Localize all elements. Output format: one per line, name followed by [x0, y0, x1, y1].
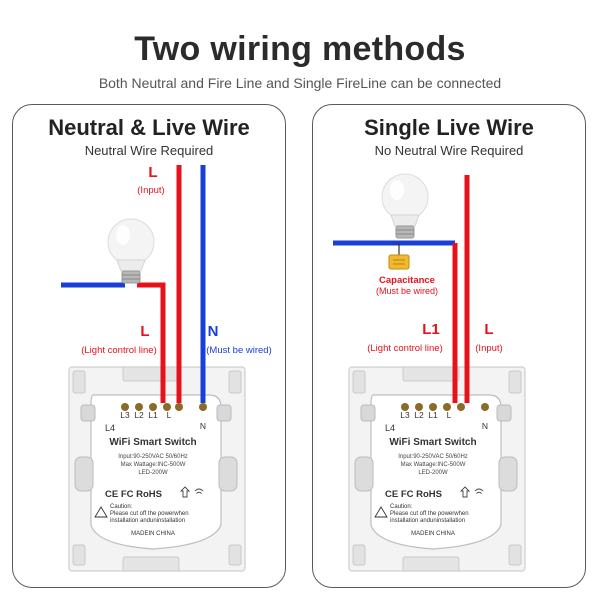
module-caution: Caution: — [390, 504, 413, 510]
terminal-screw — [481, 403, 489, 411]
module-caution: installation anduninstallation — [110, 518, 185, 524]
terminal-screw — [149, 403, 157, 411]
module-spec: Input:90-250VAC 50/60Hz — [398, 454, 468, 460]
module-spec: Max Wattage:INC-500W — [121, 462, 186, 468]
wire-label-n: N — [208, 323, 219, 340]
terminal-label: N — [482, 421, 488, 431]
wire-label-l: L — [484, 321, 493, 338]
terminal-label: L2 — [134, 410, 144, 420]
wire-note-light-control: (Light control line) — [81, 345, 157, 356]
module-origin: MADEIN CHINA — [131, 531, 175, 537]
wiring-diagram-single-live: L4 L3 L2 L1 L N WiFi Smart Switch Input:… — [333, 173, 526, 572]
wire-note-input: (Input) — [137, 185, 164, 196]
capacitance-label: Capacitance — [379, 275, 435, 286]
module-caution: Please cut off the powerwhen — [110, 511, 189, 517]
panel-title: Single Live Wire — [364, 115, 534, 140]
capacitor-icon — [388, 243, 410, 270]
terminal-label: L — [447, 410, 452, 420]
certification-marks: CE FC RoHS — [385, 489, 442, 500]
module-spec: LED-200W — [138, 470, 168, 476]
terminal-screw — [429, 403, 437, 411]
light-control-wire — [137, 282, 166, 403]
warning-icon — [94, 506, 108, 518]
panel-neutral-live: Neutral & Live Wire Neutral Wire Require… — [12, 104, 286, 588]
wire-note-input: (Input) — [475, 343, 502, 354]
page-subtitle: Both Neutral and Fire Line and Single Fi… — [98, 75, 502, 91]
terminal-label: N — [200, 421, 206, 431]
terminal-screw — [163, 403, 171, 411]
home-icon — [179, 486, 191, 498]
panel-single-live: Single Live Wire No Neutral Wire Require… — [312, 104, 586, 588]
wiring-diagram-neutral-live: L4 L3 L2 L1 L N WiFi Smart Switch Input:… — [61, 164, 272, 572]
terminal-label: L3 — [400, 410, 410, 420]
wire-note-must-be-wired: (Must be wired) — [206, 345, 271, 356]
terminal-screw — [457, 403, 465, 411]
module-spec: Input:90-250VAC 50/60Hz — [118, 454, 188, 460]
terminal-screw — [121, 403, 129, 411]
switch-module: L4 L3 L2 L1 L N WiFi Smart Switch Input:… — [354, 394, 518, 550]
module-caution: Caution: — [110, 504, 133, 510]
module-name: WiFi Smart Switch — [389, 437, 476, 448]
terminal-screw — [199, 403, 207, 411]
terminal-label: L1 — [148, 410, 158, 420]
module-spec: LED-200W — [418, 470, 448, 476]
terminal-screw — [135, 403, 143, 411]
module-caution: installation anduninstallation — [390, 518, 465, 524]
wires — [333, 175, 470, 403]
wire-label-l-input: L — [148, 164, 157, 181]
module-caution: Please cut off the powerwhen — [390, 511, 469, 517]
terminal-label: L — [167, 410, 172, 420]
terminal-screw — [401, 403, 409, 411]
module-origin: MADEIN CHINA — [411, 531, 455, 537]
terminal-label: L3 — [120, 410, 130, 420]
module-name: WiFi Smart Switch — [109, 437, 196, 448]
home-icon — [459, 486, 471, 498]
certification-marks: CE FC RoHS — [105, 489, 162, 500]
panel-subtitle: Neutral Wire Required — [84, 143, 214, 158]
wire-label-l1: L1 — [422, 321, 440, 338]
wifi-icon — [194, 488, 204, 494]
terminal-label: L4 — [385, 423, 395, 433]
module-spec: Max Wattage:INC-500W — [401, 462, 466, 468]
page-title: Two wiring methods — [134, 30, 466, 68]
panel-title: Neutral & Live Wire — [48, 115, 250, 140]
terminal-screw — [175, 403, 183, 411]
terminal-screw — [415, 403, 423, 411]
light-bulb-icon — [107, 218, 155, 284]
light-bulb-icon — [381, 173, 429, 239]
terminal-label: L2 — [414, 410, 424, 420]
wires — [61, 165, 206, 403]
capacitance-note: (Must be wired) — [376, 286, 438, 296]
wifi-icon — [474, 488, 484, 494]
terminal-label: L4 — [105, 423, 115, 433]
panel-subtitle: No Neutral Wire Required — [374, 143, 524, 158]
switch-module: L4 L3 L2 L1 L N WiFi Smart Switch Input:… — [74, 394, 238, 550]
wire-note-light-control: (Light control line) — [367, 343, 443, 354]
terminal-screw — [443, 403, 451, 411]
terminal-label: L1 — [428, 410, 438, 420]
wire-label-l-light: L — [140, 323, 149, 340]
warning-icon — [374, 506, 388, 518]
